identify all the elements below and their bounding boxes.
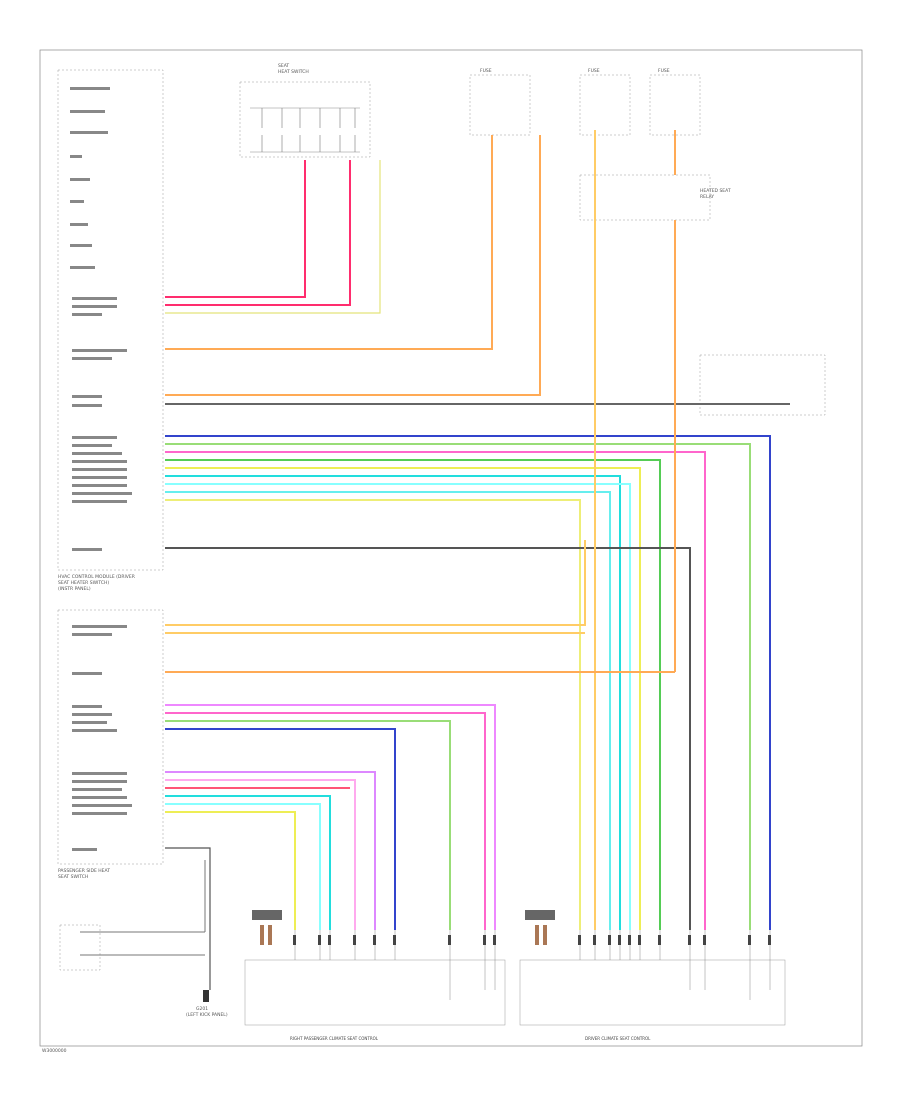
module1-caption-line2: SEAT HEATER SWITCH): [58, 580, 109, 586]
relay-caption-1: HEATED SEAT: [700, 188, 731, 194]
wire-violet-1: [165, 704, 496, 930]
wire-red-2: [165, 160, 351, 306]
relay-caption-2: RELAY: [700, 194, 714, 200]
wire-yellow-3: [165, 499, 581, 930]
relay-ground: G201 (LEFT KICK PANEL): [59, 860, 228, 1018]
lh-seat-label: DRIVER CLIMATE SEAT CONTROL: [585, 1036, 651, 1041]
module2-caption: PASSENGER SIDE HEAT SEAT SWITCH: [58, 868, 110, 880]
module2-pin-labels: [72, 625, 132, 851]
wire-red-1: [165, 160, 306, 298]
wire-yellow-1: [165, 160, 381, 314]
wire-black-1: [165, 847, 211, 990]
passenger-module-box: [57, 609, 164, 865]
ground-caption-1: G201: [196, 1006, 208, 1012]
diagram-border: [39, 49, 863, 1047]
wire-cyan-5: [165, 803, 321, 930]
fuse-caption-2: FUSE: [588, 68, 600, 74]
module1-caption-line1: HVAC CONTROL MODULE (DRIVER: [58, 574, 135, 580]
wire-green-2: [165, 459, 661, 930]
fuse-blocks: [469, 74, 826, 416]
wire-orange-6: [165, 540, 586, 626]
wire-yellow-4: [165, 811, 296, 930]
module1-pin-labels: [70, 87, 132, 551]
fuse-caption-3: FUSE: [658, 68, 670, 74]
wire-pink-2: [165, 712, 486, 930]
wire-orange-2: [165, 135, 541, 396]
wires-module2: [165, 540, 675, 990]
module1-caption: HVAC CONTROL MODULE (DRIVER SEAT HEATER …: [58, 574, 135, 592]
wire-violet-2: [165, 771, 376, 930]
wire-green-1: [165, 443, 751, 930]
wire-blue-2: [165, 728, 396, 930]
hvac-module-box: [57, 69, 164, 571]
wire-cyan-3: [165, 491, 611, 930]
fuse-caption-1: FUSE: [480, 68, 492, 74]
wire-cyan-4: [165, 795, 331, 930]
module2-caption-line1: PASSENGER SIDE HEAT: [58, 868, 110, 874]
fuse-labels: FUSE FUSE FUSE HEATED SEAT RELAY: [480, 68, 731, 200]
wire-yellow-2: [165, 467, 641, 930]
wire-pink-1: [165, 451, 706, 930]
seat-heat-switch: SEAT HEAT SWITCH: [239, 63, 371, 158]
ground-caption-2: (LEFT KICK PANEL): [186, 1012, 228, 1018]
rh-seat-label: RIGHT PASSENGER CLIMATE SEAT CONTROL: [290, 1036, 379, 1041]
connector-pins: [293, 935, 771, 945]
lh-seat-control: DRIVER CLIMATE SEAT CONTROL: [519, 910, 786, 1041]
switch-caption-2: HEAT SWITCH: [278, 69, 309, 75]
wire-orange-1: [165, 135, 493, 350]
module2-caption-line2: SEAT SWITCH: [58, 874, 88, 880]
wires-module1: [165, 135, 790, 930]
footer-code: W3000000: [42, 1048, 67, 1054]
wire-green-3: [165, 720, 451, 930]
switch-caption-1: SEAT: [278, 63, 289, 69]
wire-cyan-1: [165, 475, 621, 930]
wire-gray-2: [165, 547, 691, 930]
wires-fuse-verticals: [594, 130, 676, 930]
wire-cyan-2: [165, 483, 631, 930]
wire-blue-1: [165, 435, 771, 930]
module1-caption-line3: (INSTR PANEL): [58, 586, 91, 592]
wire-pink-3: [165, 779, 356, 930]
